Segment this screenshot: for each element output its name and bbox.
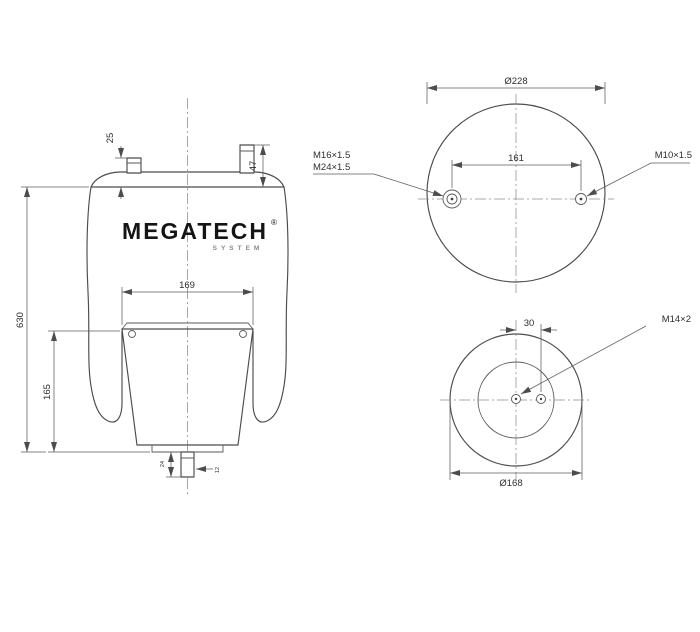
air-port-thread-label: M10×1.5 — [655, 150, 692, 161]
combo-port-thread-label-1: M16×1.5 — [313, 150, 350, 161]
bottom-view-diameter-label: Ø168 — [499, 478, 522, 489]
dim-left-stud-label: 25 — [105, 133, 116, 144]
top-view-hole-spacing-label: 161 — [508, 153, 524, 164]
dim-overall-height-label: 630 — [15, 312, 26, 328]
registered-trademark-icon: ® — [271, 218, 277, 227]
mounting-stud-left — [126, 157, 142, 174]
leader-line — [313, 173, 444, 197]
piston-side-left — [121, 328, 138, 446]
top-view: Ø228 161 M16×1.5 M24×1.5 M10×1.5 — [313, 76, 692, 293]
piston-top-bevel-right — [247, 322, 254, 330]
combo-port-hole-center — [450, 197, 454, 201]
dim-lower-height-label: 165 — [42, 384, 53, 400]
top-plate-dome — [90, 171, 285, 188]
clamp-ring-right — [239, 330, 247, 338]
air-port-hole-center — [579, 197, 583, 201]
leader-line — [520, 325, 647, 395]
mounting-stud-right — [239, 144, 255, 174]
side-view: 25 47 MEGATECH ® SYSTEM 24 12 — [15, 98, 289, 497]
brand-name: MEGATECH — [122, 218, 268, 244]
bottom-view-hole-offset-label: 30 — [524, 318, 535, 329]
bottom-stud-offset-label: 12 — [215, 467, 221, 473]
bottom-view: 30 M14×2 Ø168 — [440, 314, 691, 489]
bottom-stud-length-label: 24 — [160, 461, 166, 467]
bottom-stud — [180, 451, 195, 478]
leader-line — [586, 162, 690, 197]
bottom-stud-thread-label: M14×2 — [662, 314, 691, 325]
combo-port-thread-label-2: M24×1.5 — [313, 162, 350, 173]
clamp-ring-left — [128, 330, 136, 338]
dim-piston-width-label: 169 — [179, 280, 195, 291]
bellows-outline-right — [252, 186, 289, 423]
bellows-outline-left — [86, 186, 123, 423]
top-view-diameter-label: Ø228 — [504, 76, 527, 87]
brand-tagline: SYSTEM — [213, 245, 264, 252]
center-stud-hole-center — [514, 397, 518, 401]
offset-stud-hole-center — [539, 397, 543, 401]
piston-top-bevel-left — [121, 322, 128, 330]
piston-side-right — [237, 328, 254, 446]
dim-right-stud-label: 47 — [248, 161, 259, 172]
